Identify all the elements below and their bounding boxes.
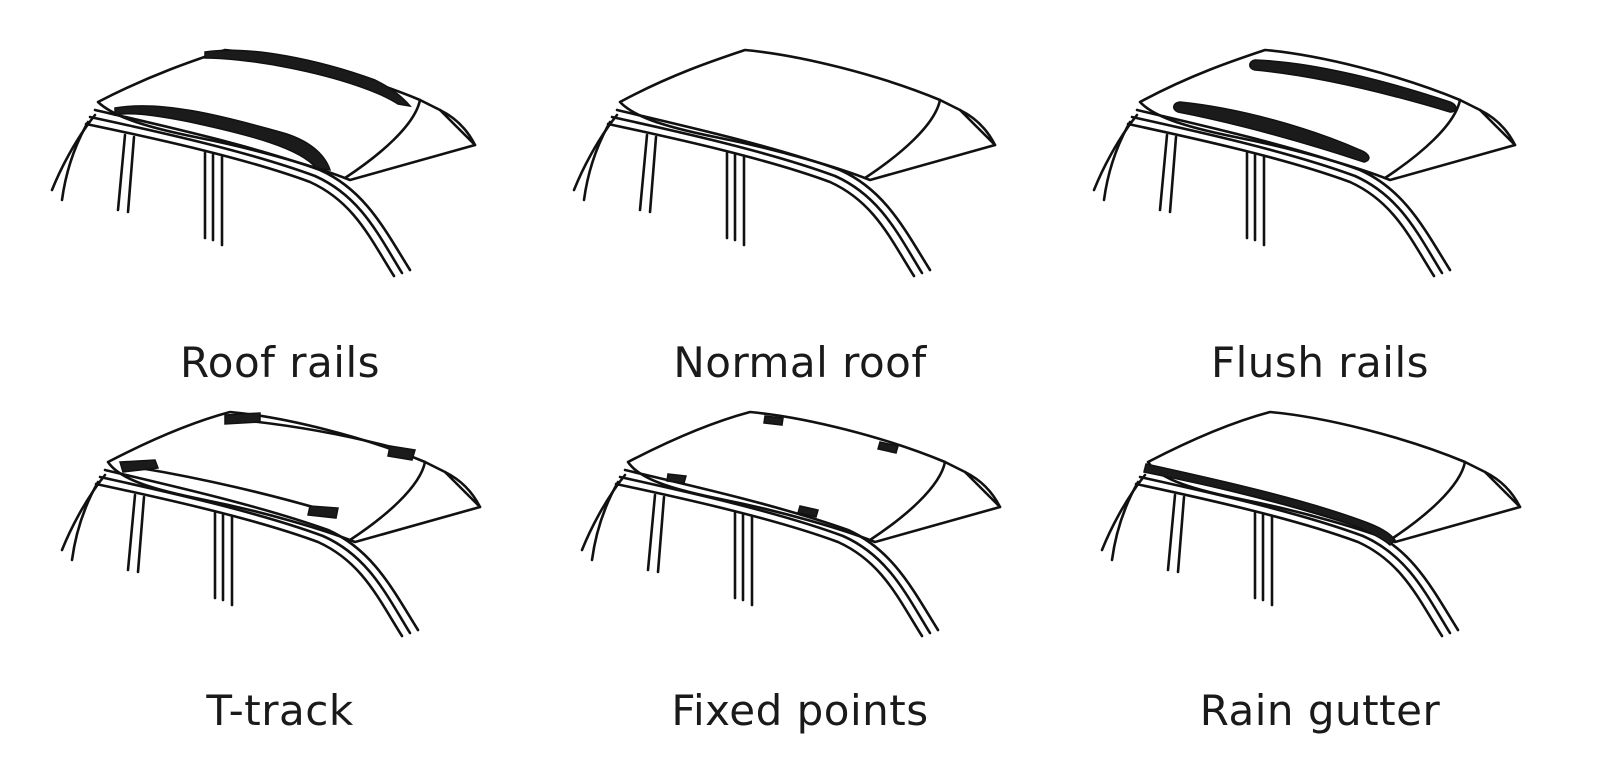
roof-type-rain-gutter: Rain gutter (1060, 390, 1580, 775)
roof-type-flush-rails: Flush rails (1060, 20, 1580, 405)
roof-type-normal-roof: Normal roof (540, 20, 1060, 405)
roof-type-label: Rain gutter (1199, 686, 1441, 735)
fixed-points-illustration (580, 410, 1002, 638)
flush-rails-illustration (1092, 48, 1517, 278)
roof-type-label: Normal roof (673, 338, 927, 387)
rain-gutter-illustration (1100, 410, 1522, 638)
roof-type-label: Fixed points (671, 686, 929, 735)
normal-roof-illustration (572, 48, 997, 278)
t-track-illustration (60, 410, 482, 638)
roof-type-label: Roof rails (179, 338, 381, 387)
roof-type-t-track: T-track (20, 390, 540, 775)
roof-type-roof-rails: Roof rails (20, 20, 540, 405)
roof-type-label: Flush rails (1210, 338, 1430, 387)
roof-rails-illustration (50, 48, 477, 278)
roof-type-fixed-points: Fixed points (540, 390, 1060, 775)
roof-type-label: T-track (206, 686, 354, 735)
